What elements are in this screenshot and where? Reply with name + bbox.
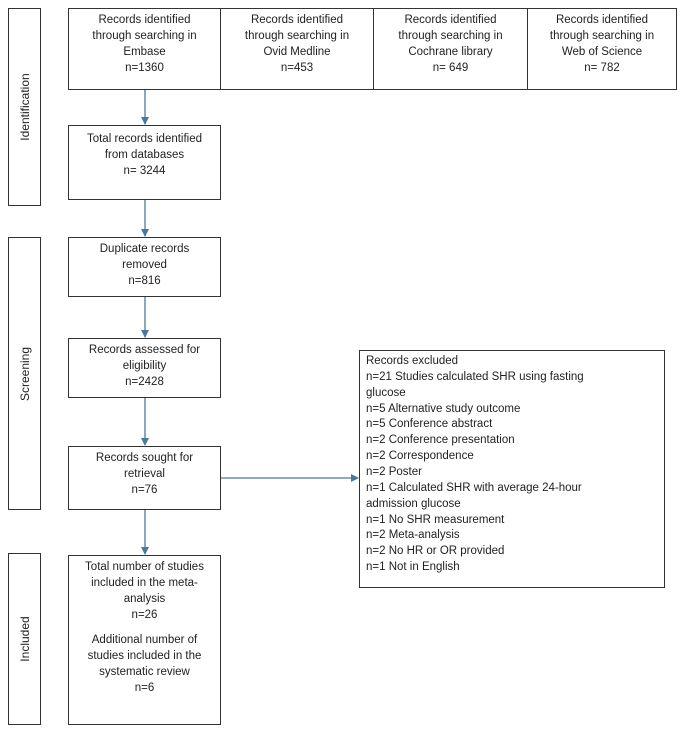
included-box: Total number of studies included in the …: [68, 555, 221, 725]
assessed-line: Records assessed for: [88, 344, 201, 356]
sought-line: Records sought for: [95, 452, 194, 464]
assessed-box: Records assessed for eligibility n=2428: [68, 338, 221, 398]
source-wos-line: Web of Science: [561, 45, 643, 58]
source-embase-line: through searching in: [92, 29, 197, 42]
source-cochrane-count: n= 649: [432, 61, 469, 74]
duplicates-line: Duplicate records: [99, 243, 190, 255]
excluded-item: n=2 Poster: [366, 466, 422, 479]
sought-box: Records sought for retrieval n=76: [68, 446, 221, 510]
assessed-line: eligibility: [122, 359, 167, 372]
stage-screening: Screening: [8, 237, 41, 510]
source-ovid-line: Records identified: [250, 14, 344, 26]
source-embase-line: Embase: [123, 45, 166, 58]
sought-count: n=76: [131, 483, 158, 496]
source-embase: Records identified through searching in …: [68, 8, 221, 90]
assessed-count: n=2428: [125, 375, 164, 388]
source-wos-line: through searching in: [549, 29, 655, 42]
source-ovid-line: through searching in: [244, 29, 350, 42]
excluded-item: n=2 No HR or OR provided: [366, 545, 505, 558]
records-excluded-box: Records excluded n=21 Studies calculated…: [359, 350, 665, 588]
total-records-box: Total records identified from databases …: [68, 125, 221, 200]
total-records-count: n= 3244: [123, 164, 166, 177]
source-ovid-count: n=453: [280, 61, 314, 74]
stage-included: Included: [8, 553, 41, 725]
included-systematic-line: studies included in the: [87, 650, 202, 663]
duplicates-count: n=816: [128, 274, 161, 287]
included-meta-line: Total number of studies: [85, 561, 204, 573]
stage-identification: Identification: [8, 8, 41, 206]
source-cochrane-line: Cochrane library: [408, 45, 493, 58]
excluded-title: Records excluded: [366, 355, 459, 367]
source-embase-count: n=1360: [125, 61, 164, 74]
included-systematic-count: n=6: [134, 682, 155, 695]
included-meta-count: n=26: [131, 608, 158, 621]
excluded-item: admission glucose: [366, 497, 461, 510]
excluded-item: n=21 Studies calculated SHR using fastin…: [366, 370, 584, 383]
total-records-line: from databases: [104, 148, 185, 161]
source-cochrane: Records identified through searching in …: [373, 8, 528, 90]
excluded-item: n=2 Conference presentation: [366, 434, 515, 447]
source-wos-line: Records identified: [555, 14, 649, 26]
source-cochrane-line: Records identified: [404, 14, 497, 26]
source-ovid-medline: Records identified through searching in …: [220, 8, 374, 90]
excluded-item: glucose: [366, 386, 406, 399]
excluded-item: n=1 Not in English: [366, 561, 460, 574]
included-systematic-line: Additional number of: [91, 634, 198, 647]
source-cochrane-line: through searching in: [398, 29, 503, 42]
total-records-line: Total records identified: [86, 133, 203, 145]
excluded-item: n=2 Meta-analysis: [366, 529, 460, 542]
excluded-item: n=5 Alternative study outcome: [366, 402, 521, 415]
source-embase-line: Records identified: [98, 14, 191, 26]
duplicates-box: Duplicate records removed n=816: [68, 237, 221, 297]
included-meta-line: analysis: [123, 592, 166, 605]
excluded-item: n=1 No SHR measurement: [366, 513, 505, 526]
source-ovid-line: Ovid Medline: [263, 45, 331, 58]
included-meta-line: included in the meta-: [91, 576, 198, 589]
included-systematic-line: systematic review: [99, 666, 190, 679]
sought-line: retrieval: [124, 467, 165, 480]
source-wos-count: n= 782: [584, 61, 620, 74]
duplicates-line: removed: [122, 258, 167, 271]
excluded-item: n=2 Correspondence: [366, 450, 474, 463]
source-web-of-science: Records identified through searching in …: [527, 8, 677, 90]
excluded-item: n=5 Conference abstract: [366, 418, 493, 431]
excluded-item: n=1 Calculated SHR with average 24-hour: [366, 481, 582, 494]
